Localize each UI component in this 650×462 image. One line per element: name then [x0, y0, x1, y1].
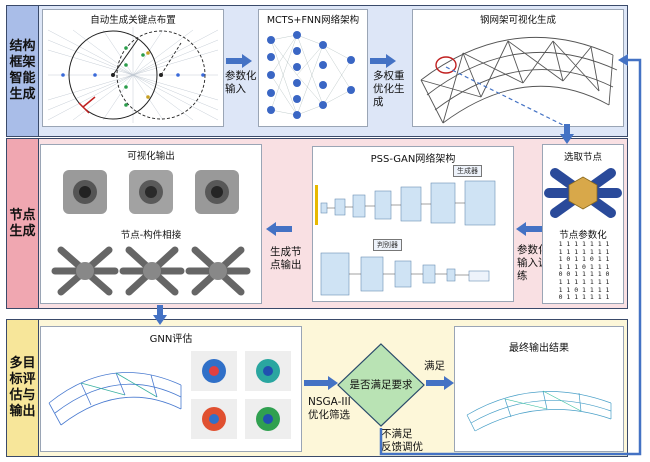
gen-node-output-label: 生成节 点输出: [270, 246, 302, 271]
param-train-label: 参数化 输入训 练: [517, 244, 549, 282]
keypoint-layout-panel: 自动生成关键点布置: [42, 9, 224, 127]
arrow-steel-to-select: [560, 124, 574, 144]
final-output-figure: [466, 390, 612, 432]
gnn-title: GNN评估: [149, 334, 193, 345]
visual-output-figures: [63, 170, 239, 214]
steel-visual-title: 钢网架可视化生成: [479, 15, 556, 26]
gnn-panel: GNN评估: [40, 326, 302, 452]
final-output-panel: 最终输出结果: [454, 326, 624, 452]
generator-label: 生成器: [453, 165, 482, 177]
mcts-fnn-panel: MCTS+FNN网络架构: [258, 9, 368, 127]
matrix-row: 1 0 1 1 0 1 1: [558, 255, 610, 264]
row-structure-label: 结构 框架 智能 生成: [6, 5, 39, 137]
arrow-param-to-gan: [516, 222, 542, 236]
discriminator-label: 判别器: [373, 239, 402, 251]
steel-visual-panel: 钢网架可视化生成: [412, 9, 624, 127]
decision-text: 是否满足要求: [349, 379, 413, 391]
selected-node-figure: [544, 168, 622, 218]
node-param-title: 节点参数化: [559, 230, 607, 241]
visual-output-title: 可视化输出: [127, 151, 175, 162]
satisfied-label: 满足: [424, 360, 445, 372]
matrix-row: 1 1 1 1 1 1 1: [558, 247, 610, 256]
keypoint-layout-figure: [47, 27, 219, 123]
mcts-fnn-title: MCTS+FNN网络架构: [266, 15, 360, 26]
discriminator-figure: [320, 252, 490, 296]
matrix-row: 1 1 1 1 1 1 1: [558, 277, 610, 286]
mcts-fnn-figure: [267, 31, 355, 119]
matrix-row: 0 0 1 1 1 1 0: [558, 270, 610, 279]
arrow-gan-to-visual: [266, 222, 292, 236]
gnn-figure: [48, 351, 291, 439]
steel-visual-figure: [420, 36, 618, 125]
node-member-title: 节点-构件相接: [120, 230, 182, 241]
arrow-gnn-to-decision: [304, 376, 338, 390]
decision-diamond: [337, 343, 425, 427]
row-eval-label: 多目 标评 估与 输出: [6, 319, 39, 457]
arrow-keypoint-to-mcts: [226, 54, 252, 68]
node-param-matrix: 1 1 1 1 1 1 1 1 1 1 1 1 1 1 1 0 1 1 0 1 …: [551, 240, 617, 302]
not-satisfied-label: 不满足 反馈调优: [381, 428, 423, 453]
param-input-label: 参数化 输入: [225, 70, 257, 95]
matrix-row: 1 1 1 1 1 1 1: [558, 240, 610, 248]
matrix-row: 0 1 1 1 1 1 1: [558, 293, 610, 302]
arrow-visual-to-gnn: [153, 305, 167, 325]
row-node-label: 节点 生成: [6, 138, 39, 309]
generator-figure: [315, 180, 496, 226]
node-member-figures: [51, 246, 251, 296]
pss-gan-title: PSS-GAN网络架构: [370, 154, 456, 165]
keypoint-layout-title: 自动生成关键点布置: [90, 15, 176, 26]
multi-weight-label: 多权重 优化生成: [373, 70, 405, 108]
arrow-decision-to-final: [426, 376, 454, 390]
matrix-row: 1 1 0 1 1 1 1: [558, 285, 610, 294]
select-node-panel: 选取节点 节点参数化 1 1 1 1 1 1 1 1 1 1 1 1 1 1 1…: [542, 144, 624, 304]
pss-gan-panel: PSS-GAN网络架构 生成器 判别器: [312, 146, 514, 302]
final-output-title: 最终输出结果: [509, 343, 569, 354]
visual-output-panel: 可视化输出 节点-构件相接: [40, 144, 262, 304]
arrow-mcts-to-steel: [370, 54, 396, 68]
nsga-label: NSGA-III 优化筛选: [308, 396, 351, 421]
select-node-title: 选取节点: [563, 152, 602, 163]
matrix-row: 1 1 1 0 1 1 1: [558, 262, 610, 271]
